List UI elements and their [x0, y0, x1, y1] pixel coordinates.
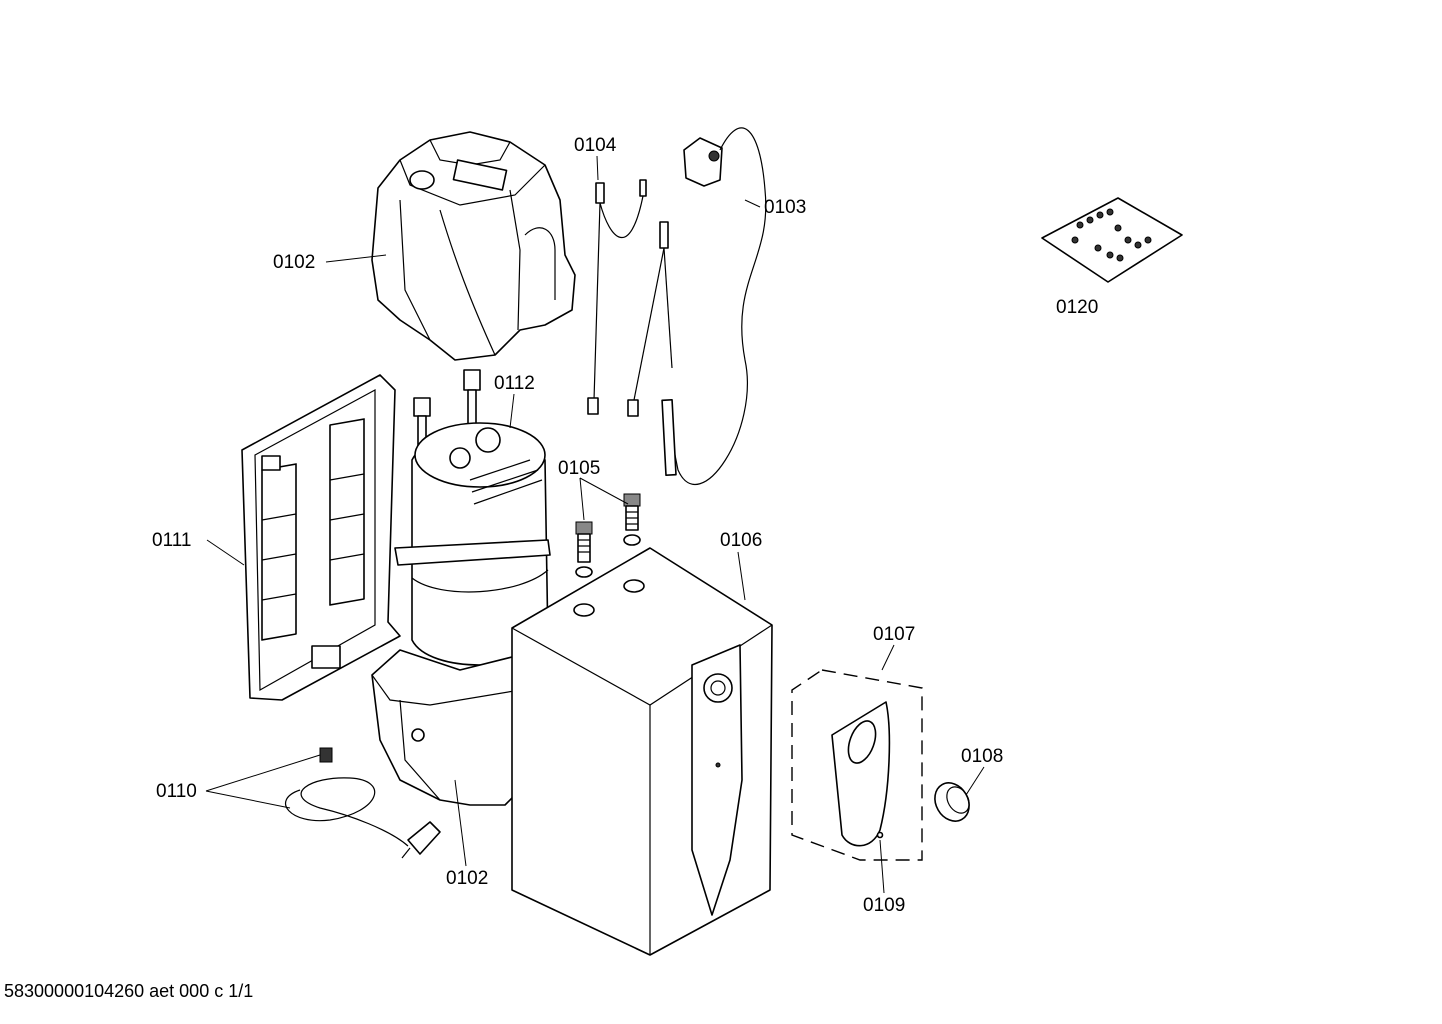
- leader-lines: [205, 155, 985, 894]
- label-0103: 0103: [764, 197, 807, 218]
- label-0102-bottom: 0102: [446, 868, 489, 889]
- label-0109: 0109: [863, 895, 906, 916]
- label-0110: 0110: [156, 781, 197, 802]
- label-0120: 0120: [1056, 297, 1099, 318]
- part-0102-bottom-shell: [371, 649, 521, 806]
- label-0106: 0106: [720, 530, 763, 551]
- label-0104: 0104: [574, 135, 617, 156]
- part-0106-outer-casing: [511, 547, 773, 956]
- label-0107: 0107: [873, 624, 916, 645]
- label-0108: 0108: [961, 746, 1004, 767]
- part-0102-top-shell: [371, 131, 576, 361]
- label-0112: 0112: [494, 373, 535, 394]
- part-0120-screw-bag: [1041, 197, 1183, 283]
- part-0108-knob: [934, 782, 970, 822]
- part-0104-wire-harness: [587, 179, 673, 417]
- label-0105: 0105: [558, 458, 601, 479]
- label-0111: 0111: [152, 530, 192, 551]
- part-0105-connectors: [575, 493, 641, 578]
- part-0111-back-panel: [241, 374, 401, 701]
- part-0112-inner-tank: [394, 369, 551, 666]
- part-0103-thermostat: [661, 127, 767, 486]
- document-footer-code: 58300000104260 aet 000 c 1/1: [4, 981, 254, 1001]
- part-0110-power-cable: [285, 747, 441, 859]
- label-0102-top: 0102: [273, 252, 316, 273]
- part-0107-cover: [791, 669, 923, 861]
